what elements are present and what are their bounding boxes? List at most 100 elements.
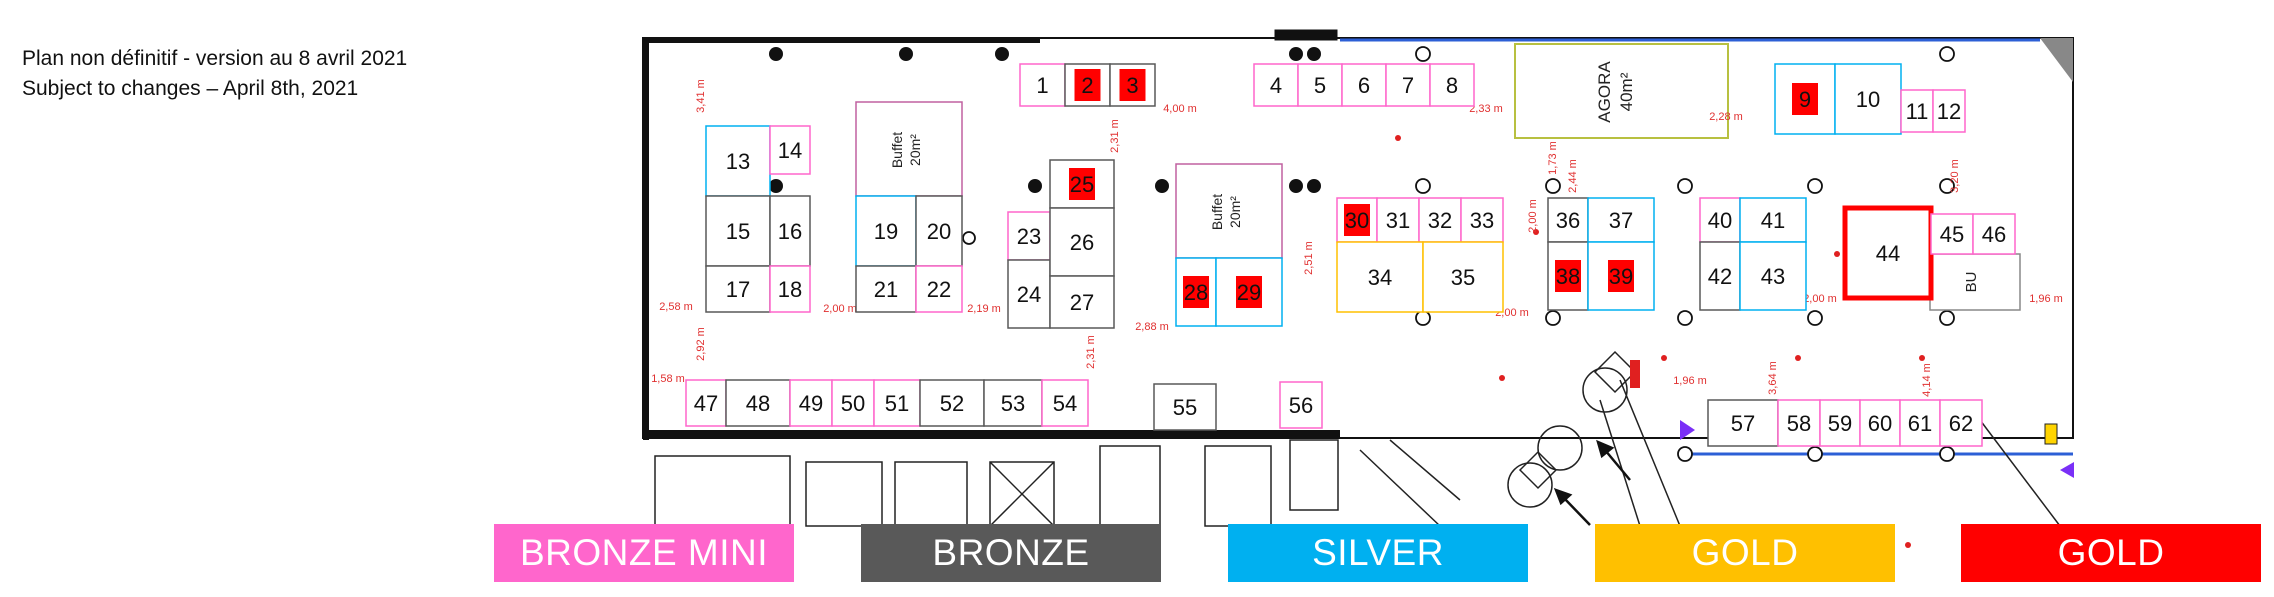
booth-outline[interactable] bbox=[915, 195, 963, 267]
booth-44[interactable]: 44 bbox=[1842, 205, 1934, 301]
booth-outline[interactable] bbox=[983, 379, 1043, 427]
booth-38[interactable]: 38 bbox=[1547, 241, 1589, 311]
booth-35[interactable]: 35 bbox=[1422, 241, 1504, 313]
booth-outline[interactable] bbox=[725, 379, 791, 427]
booth-14[interactable]: 14 bbox=[769, 125, 811, 175]
booth-52[interactable]: 52 bbox=[919, 379, 985, 427]
booth-outline[interactable] bbox=[1049, 275, 1115, 329]
booth-27[interactable]: 27 bbox=[1049, 275, 1115, 329]
booth-29[interactable]: 29 bbox=[1215, 257, 1283, 327]
booth-33[interactable]: 33 bbox=[1460, 197, 1504, 243]
booth-outline[interactable] bbox=[873, 379, 921, 427]
booth-28[interactable]: 28 bbox=[1175, 257, 1217, 327]
booth-outline[interactable] bbox=[1739, 197, 1807, 243]
booth-9[interactable]: 9 bbox=[1774, 63, 1836, 135]
booth-1[interactable]: 1 bbox=[1019, 63, 1066, 107]
booth-31[interactable]: 31 bbox=[1376, 197, 1420, 243]
booth-16[interactable]: 16 bbox=[769, 195, 811, 267]
booth-15[interactable]: 15 bbox=[705, 195, 771, 267]
booth-outline[interactable] bbox=[1930, 213, 1974, 255]
booth-outline[interactable] bbox=[769, 125, 811, 175]
booth-45[interactable]: 45 bbox=[1930, 213, 1974, 255]
booth-58[interactable]: 58 bbox=[1777, 399, 1821, 447]
booth-24[interactable]: 24 bbox=[1007, 259, 1051, 329]
booth-outline[interactable] bbox=[1834, 63, 1902, 135]
booth-49[interactable]: 49 bbox=[789, 379, 833, 427]
booth-outline[interactable] bbox=[1739, 241, 1807, 311]
booth-outline[interactable] bbox=[1972, 213, 2016, 255]
booth-4[interactable]: 4 bbox=[1253, 63, 1299, 107]
booth-outline[interactable] bbox=[1777, 399, 1821, 447]
booth-61[interactable]: 61 bbox=[1899, 399, 1941, 447]
booth-outline[interactable] bbox=[1859, 399, 1901, 447]
booth-outline[interactable] bbox=[1418, 197, 1462, 243]
booth-55[interactable]: 55 bbox=[1153, 383, 1217, 431]
booth-60[interactable]: 60 bbox=[1859, 399, 1901, 447]
booth-8[interactable]: 8 bbox=[1429, 63, 1475, 107]
booth-outline[interactable] bbox=[769, 265, 811, 313]
booth-outline[interactable] bbox=[1422, 241, 1504, 313]
booth-outline[interactable] bbox=[1819, 399, 1861, 447]
booth-outline[interactable] bbox=[1007, 259, 1051, 329]
booth-59[interactable]: 59 bbox=[1819, 399, 1861, 447]
booth-56[interactable]: 56 bbox=[1279, 381, 1323, 429]
booth-outline[interactable] bbox=[1041, 379, 1089, 427]
booth-53[interactable]: 53 bbox=[983, 379, 1043, 427]
booth-outline[interactable] bbox=[915, 265, 963, 313]
booth-40[interactable]: 40 bbox=[1699, 197, 1741, 243]
booth-outline[interactable] bbox=[1336, 241, 1424, 313]
booth-17[interactable]: 17 bbox=[705, 265, 771, 313]
booth-11[interactable]: 11 bbox=[1900, 89, 1934, 133]
booth-26[interactable]: 26 bbox=[1049, 207, 1115, 277]
booth-outline[interactable] bbox=[1932, 89, 1966, 133]
booth-34[interactable]: 34 bbox=[1336, 241, 1424, 313]
booth-5[interactable]: 5 bbox=[1297, 63, 1343, 107]
booth-32[interactable]: 32 bbox=[1418, 197, 1462, 243]
booth-outline[interactable] bbox=[1939, 399, 1983, 447]
booth-outline[interactable] bbox=[705, 265, 771, 313]
booth-47[interactable]: 47 bbox=[685, 379, 727, 427]
booth-outline[interactable] bbox=[1900, 89, 1934, 133]
booth-22[interactable]: 22 bbox=[915, 265, 963, 313]
booth-outline[interactable] bbox=[1899, 399, 1941, 447]
booth-23[interactable]: 23 bbox=[1007, 211, 1051, 261]
booth-50[interactable]: 50 bbox=[831, 379, 875, 427]
booth-48[interactable]: 48 bbox=[725, 379, 791, 427]
booth-outline[interactable] bbox=[685, 379, 727, 427]
booth-outline[interactable] bbox=[1460, 197, 1504, 243]
booth-20[interactable]: 20 bbox=[915, 195, 963, 267]
booth-25[interactable]: 25 bbox=[1049, 159, 1115, 209]
booth-19[interactable]: 19 bbox=[855, 195, 917, 267]
booth-2[interactable]: 2 bbox=[1064, 63, 1111, 107]
booth-7[interactable]: 7 bbox=[1385, 63, 1431, 107]
booth-39[interactable]: 39 bbox=[1587, 241, 1655, 311]
booth-outline[interactable] bbox=[1297, 63, 1343, 107]
booth-outline[interactable] bbox=[1429, 63, 1475, 107]
booth-outline[interactable] bbox=[1049, 207, 1115, 277]
booth-outline[interactable] bbox=[855, 195, 917, 267]
booth-outline[interactable] bbox=[1547, 197, 1589, 243]
booth-outline[interactable] bbox=[1253, 63, 1299, 107]
booth-42[interactable]: 42 bbox=[1699, 241, 1741, 311]
booth-41[interactable]: 41 bbox=[1739, 197, 1807, 243]
booth-outline[interactable] bbox=[1842, 205, 1934, 301]
booth-outline[interactable] bbox=[1153, 383, 1217, 431]
booth-21[interactable]: 21 bbox=[855, 265, 917, 313]
booth-outline[interactable] bbox=[1279, 381, 1323, 429]
booth-outline[interactable] bbox=[919, 379, 985, 427]
booth-13[interactable]: 13 bbox=[705, 125, 771, 197]
booth-57[interactable]: 57 bbox=[1707, 399, 1779, 447]
booth-36[interactable]: 36 bbox=[1547, 197, 1589, 243]
booth-62[interactable]: 62 bbox=[1939, 399, 1983, 447]
booth-outline[interactable] bbox=[855, 265, 917, 313]
booth-10[interactable]: 10 bbox=[1834, 63, 1902, 135]
booth-18[interactable]: 18 bbox=[769, 265, 811, 313]
booth-outline[interactable] bbox=[1341, 63, 1387, 107]
booth-54[interactable]: 54 bbox=[1041, 379, 1089, 427]
booth-3[interactable]: 3 bbox=[1109, 63, 1156, 107]
booth-51[interactable]: 51 bbox=[873, 379, 921, 427]
booth-43[interactable]: 43 bbox=[1739, 241, 1807, 311]
booth-46[interactable]: 46 bbox=[1972, 213, 2016, 255]
booth-outline[interactable] bbox=[1019, 63, 1066, 107]
booth-6[interactable]: 6 bbox=[1341, 63, 1387, 107]
